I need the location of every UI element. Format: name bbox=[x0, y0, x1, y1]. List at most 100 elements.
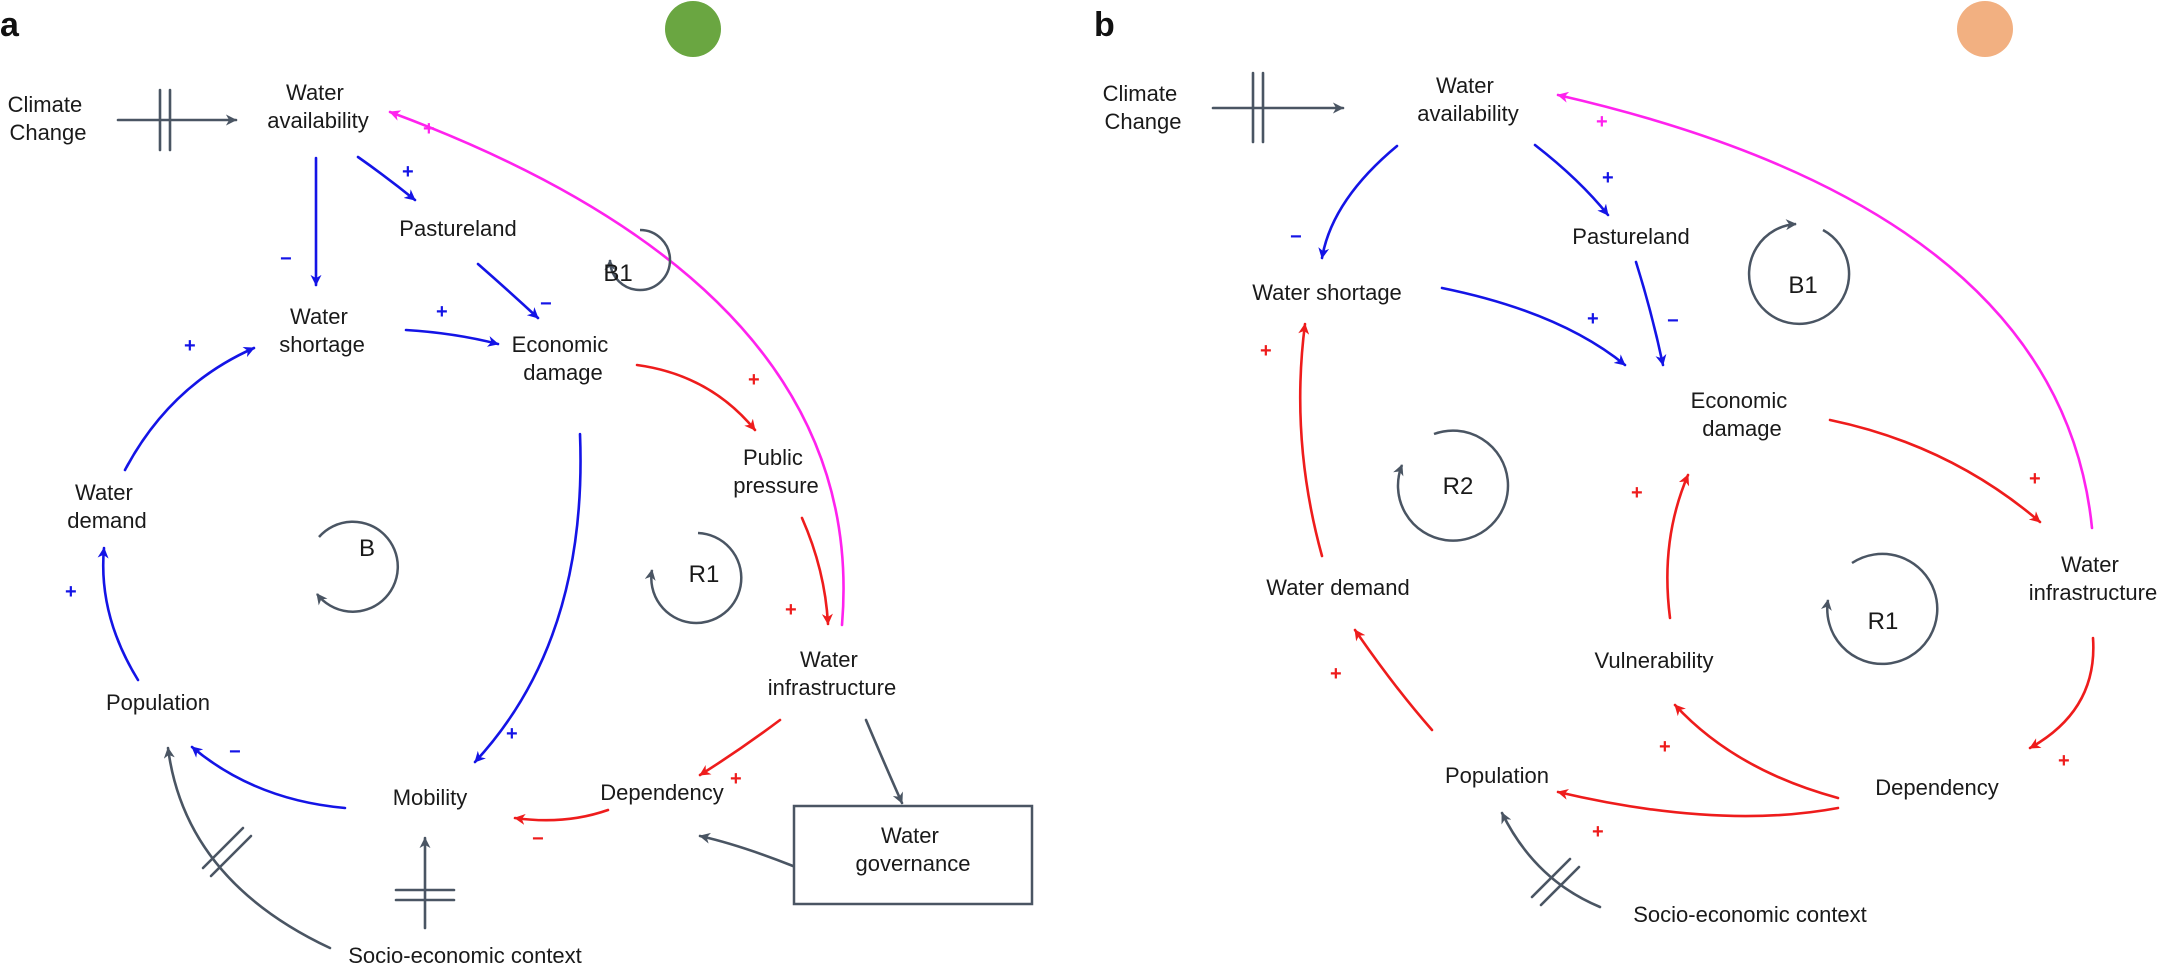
arrow-b-shortage-to-damage bbox=[1440, 286, 1627, 367]
sign-pasture-damage: − bbox=[540, 293, 552, 315]
arrow-mobility-to-population bbox=[190, 745, 347, 810]
sign-b-population-demand: + bbox=[1330, 663, 1342, 685]
node-b-water-shortage: Water shortage bbox=[1252, 280, 1402, 305]
loop-label-r1: R1 bbox=[689, 561, 720, 588]
node-b-water-infrastructure: Water infrastructure bbox=[2029, 552, 2157, 605]
sign-damage-mobility: + bbox=[506, 723, 518, 745]
arrow-damage-to-pressure bbox=[635, 363, 757, 432]
arrow-pastureland-to-damage bbox=[476, 262, 540, 320]
sign-b-infra-dependency: + bbox=[2058, 750, 2070, 772]
delay-mark-b-climate bbox=[1251, 71, 1265, 144]
node-water-availability: Water availability bbox=[267, 80, 369, 133]
arrow-water-availability-to-pastureland bbox=[356, 155, 417, 202]
node-water-infrastructure: Water infrastructure bbox=[768, 647, 896, 700]
delay-mark-context-population bbox=[201, 826, 253, 878]
sign-b-wa-pasture: + bbox=[1602, 167, 1614, 189]
arrow-infrastructure-to-water-availability bbox=[388, 110, 845, 627]
sign-b-wa-shortage: − bbox=[1290, 226, 1302, 248]
loop-label-b-r1: R1 bbox=[1868, 608, 1899, 635]
loop-icon-b bbox=[316, 520, 400, 613]
panel-a: a Climate Change Water availability Past… bbox=[0, 1, 1034, 968]
arrow-b-population-to-demand bbox=[1353, 628, 1434, 732]
node-b-climate-change: Climate Change bbox=[1103, 81, 1184, 134]
panel-a-status-dot bbox=[665, 1, 721, 57]
arrow-b-dependency-to-vulnerability bbox=[1673, 703, 1840, 800]
sign-damage-pressure: + bbox=[748, 369, 760, 391]
sign-infra-dependency: + bbox=[730, 768, 742, 790]
node-b-economic-damage: Economic damage bbox=[1691, 388, 1794, 441]
panel-a-label: a bbox=[0, 6, 20, 44]
node-mobility: Mobility bbox=[393, 785, 468, 810]
arrow-damage-to-mobility bbox=[473, 432, 582, 764]
node-public-pressure: Public pressure bbox=[733, 445, 819, 498]
sign-b-dependency-population: + bbox=[1592, 821, 1604, 843]
sign-b-infra-wa: + bbox=[1596, 111, 1608, 133]
node-water-shortage: Water shortage bbox=[279, 304, 365, 357]
arrow-b-infrastructure-to-water-availability bbox=[1556, 91, 2094, 530]
sign-demand-shortage: + bbox=[184, 335, 196, 357]
node-pastureland: Pastureland bbox=[399, 216, 516, 241]
node-population: Population bbox=[106, 690, 210, 715]
sign-dependency-mobility: − bbox=[532, 828, 544, 850]
sign-pressure-infra: + bbox=[785, 599, 797, 621]
arrow-pressure-to-infrastructure bbox=[800, 516, 833, 626]
node-water-demand: Water demand bbox=[67, 480, 147, 533]
node-b-water-demand: Water demand bbox=[1266, 575, 1409, 600]
node-economic-damage: Economic damage bbox=[512, 332, 615, 385]
arrow-shortage-to-damage bbox=[404, 328, 500, 347]
arrow-infrastructure-to-dependency bbox=[698, 718, 782, 777]
sign-wa-shortage: − bbox=[280, 248, 292, 270]
sign-population-demand: + bbox=[65, 581, 77, 603]
sign-b-pasture-damage: − bbox=[1667, 310, 1679, 332]
panel-b: b Climate Change Water availability Past… bbox=[1094, 1, 2157, 927]
sign-shortage-damage: + bbox=[436, 301, 448, 323]
loop-icon-b-r1 bbox=[1820, 552, 1939, 666]
node-socio-economic-context: Socio-economic context bbox=[348, 943, 582, 968]
arrow-population-to-demand bbox=[97, 546, 140, 682]
node-b-pastureland: Pastureland bbox=[1572, 224, 1689, 249]
delay-mark-climate bbox=[158, 88, 172, 152]
loop-icon-r1 bbox=[644, 531, 743, 625]
sign-b-dependency-vulnerability: + bbox=[1659, 736, 1671, 758]
sign-b-damage-infra: + bbox=[2029, 468, 2041, 490]
loop-icon-b1 bbox=[604, 228, 672, 292]
arrow-b-vulnerability-to-damage bbox=[1666, 473, 1690, 620]
node-b-population: Population bbox=[1445, 763, 1549, 788]
arrow-b-water-availability-to-pastureland bbox=[1533, 143, 1610, 217]
loop-label-b-r2: R2 bbox=[1443, 473, 1474, 500]
sign-infra-wa: + bbox=[423, 118, 435, 140]
delay-mark-context-mobility bbox=[394, 888, 456, 902]
panel-b-label: b bbox=[1094, 6, 1115, 44]
arrow-b-context-to-population bbox=[1500, 811, 1602, 909]
sign-b-demand-shortage: + bbox=[1260, 340, 1272, 362]
arrow-b-water-availability-to-shortage bbox=[1318, 144, 1399, 260]
arrow-demand-to-shortage bbox=[123, 346, 256, 472]
node-water-governance: Water governance bbox=[856, 823, 971, 876]
panel-b-status-dot bbox=[1957, 1, 2013, 57]
arrow-b-damage-to-infrastructure bbox=[1828, 418, 2042, 524]
node-b-water-availability: Water availability bbox=[1417, 73, 1519, 126]
loop-label-b: B bbox=[359, 535, 375, 562]
loop-icon-b-b1 bbox=[1747, 219, 1851, 326]
sign-wa-pasture: + bbox=[402, 161, 414, 183]
node-dependency: Dependency bbox=[600, 780, 724, 805]
delay-mark-b-context bbox=[1530, 857, 1581, 907]
sign-mobility-population: − bbox=[229, 741, 241, 763]
arrow-b-dependency-to-population bbox=[1556, 788, 1840, 818]
node-b-socio-economic-context: Socio-economic context bbox=[1633, 902, 1867, 927]
arrow-b-pastureland-to-damage bbox=[1634, 260, 1667, 367]
loop-label-b-b1: B1 bbox=[1788, 272, 1817, 299]
arrow-b-infrastructure-to-dependency bbox=[2028, 636, 2095, 750]
loop-label-b1: B1 bbox=[603, 260, 632, 287]
arrow-dependency-to-mobility bbox=[513, 808, 610, 825]
arrow-context-to-population bbox=[163, 746, 332, 950]
water-governance-box bbox=[792, 804, 1034, 906]
node-b-vulnerability: Vulnerability bbox=[1594, 648, 1713, 673]
node-climate-change: Climate Change bbox=[8, 92, 89, 145]
node-b-dependency: Dependency bbox=[1875, 775, 1999, 800]
arrow-b-demand-to-shortage bbox=[1298, 322, 1324, 558]
arrow-governance-to-dependency bbox=[698, 832, 795, 868]
sign-b-vulnerability-damage: + bbox=[1631, 482, 1643, 504]
sign-b-shortage-damage: + bbox=[1587, 308, 1599, 330]
